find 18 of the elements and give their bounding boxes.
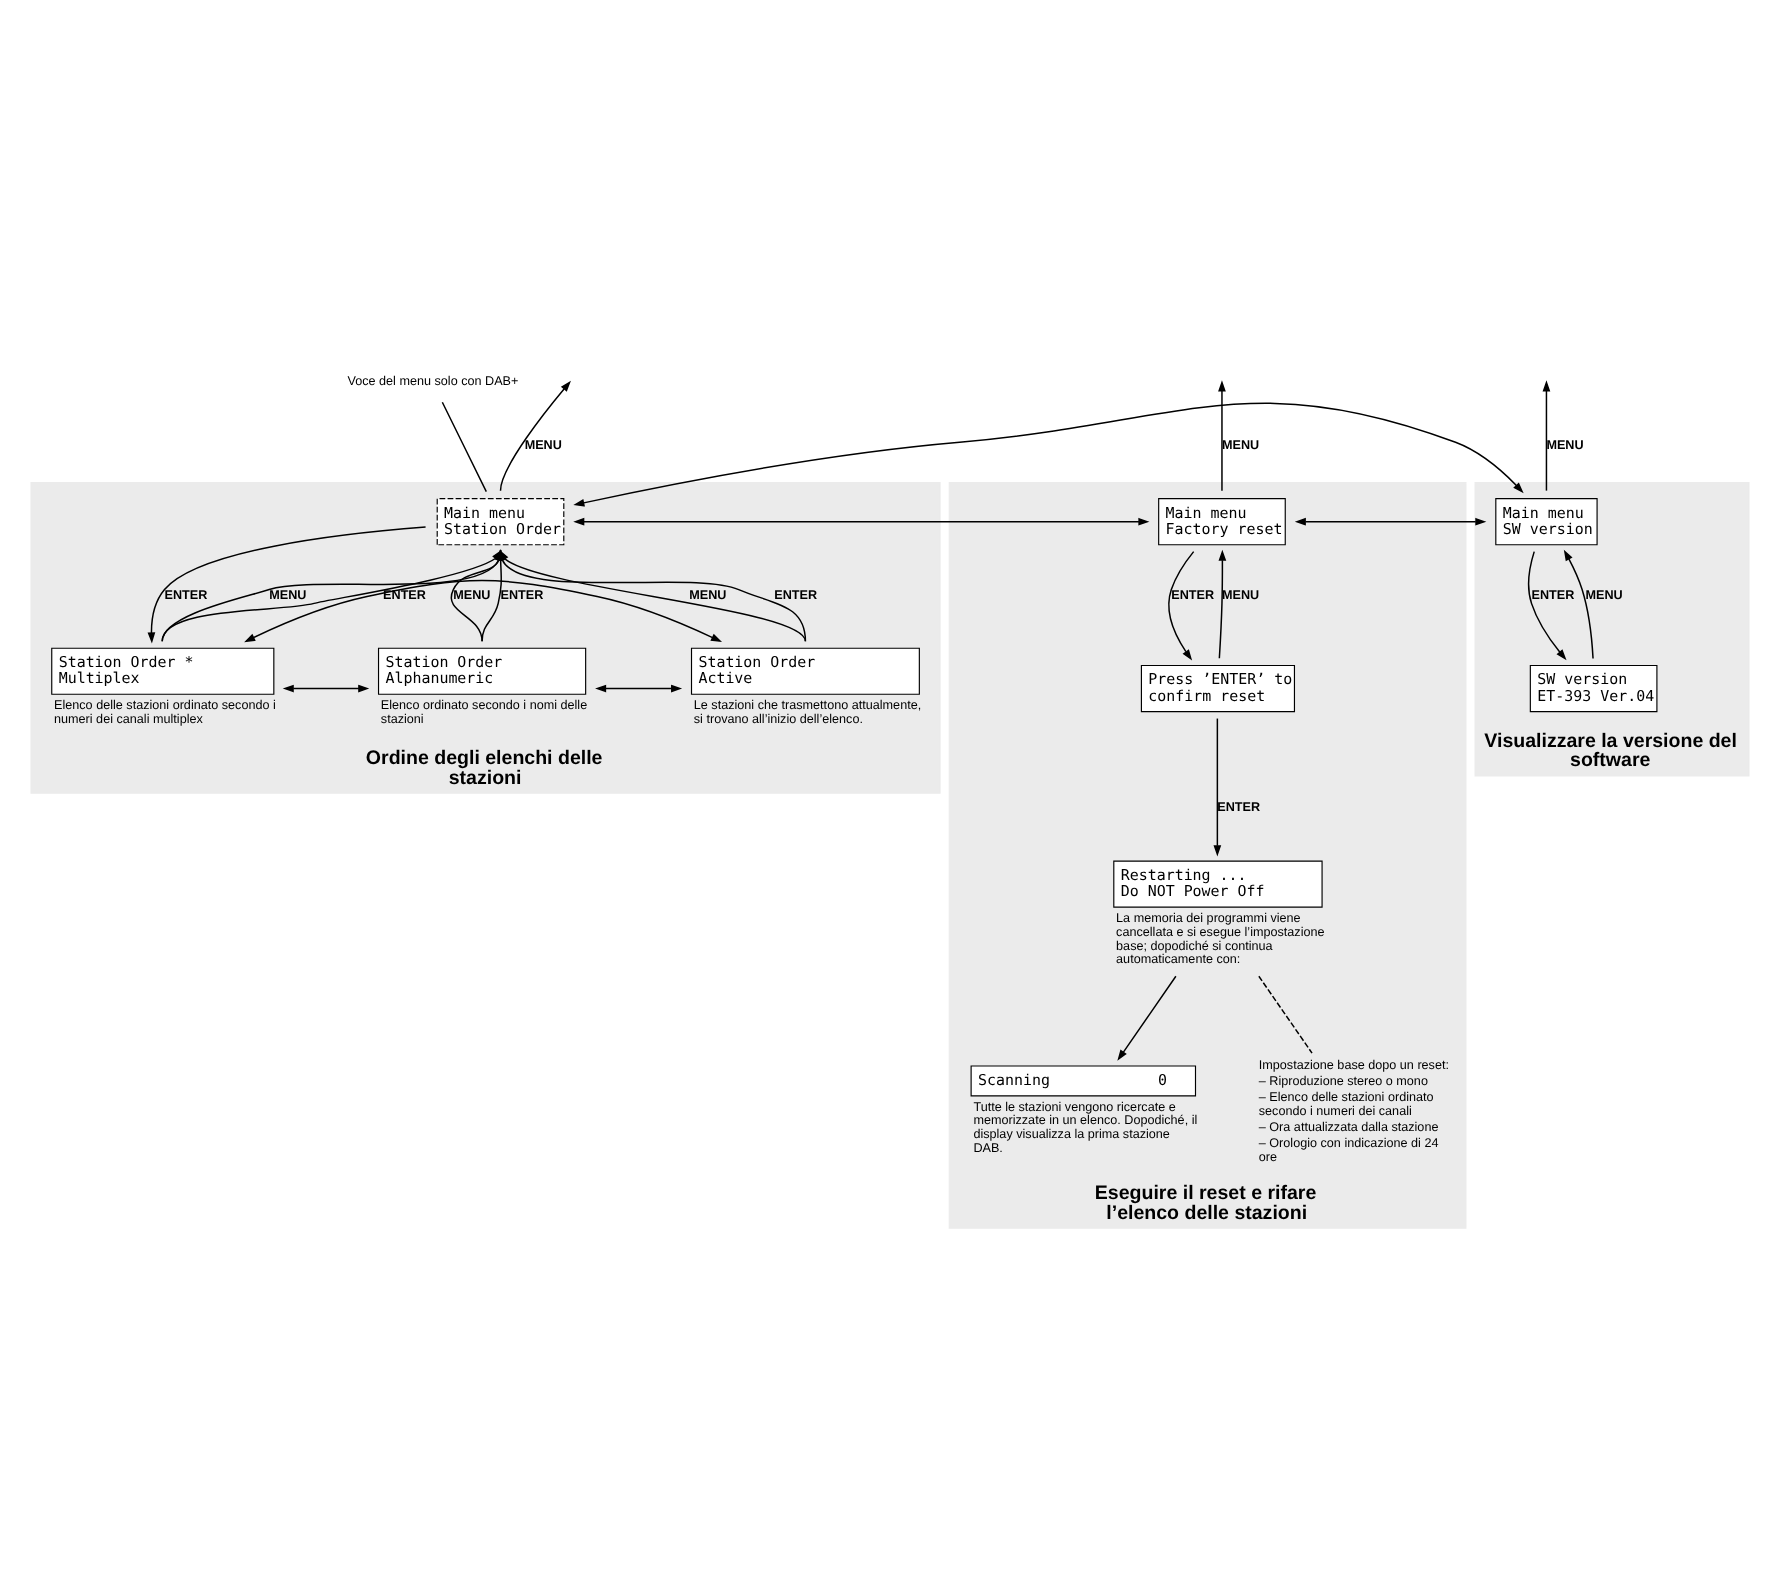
arrow [573,401,1524,506]
arrow [1168,549,1195,660]
arrow [1213,716,1222,856]
connector [441,400,488,492]
arrow [595,683,683,692]
arrow [147,525,427,643]
arrow [1542,379,1551,491]
arrow [1527,549,1567,660]
arrow [1563,548,1594,659]
arrow [573,516,1150,525]
arrow [499,379,571,491]
arrow [244,578,723,642]
arrow [1218,379,1226,491]
arrow [282,683,370,692]
connector [1258,974,1313,1053]
arrow [1294,516,1487,525]
arrow [1117,974,1177,1060]
arrow [1218,548,1227,658]
